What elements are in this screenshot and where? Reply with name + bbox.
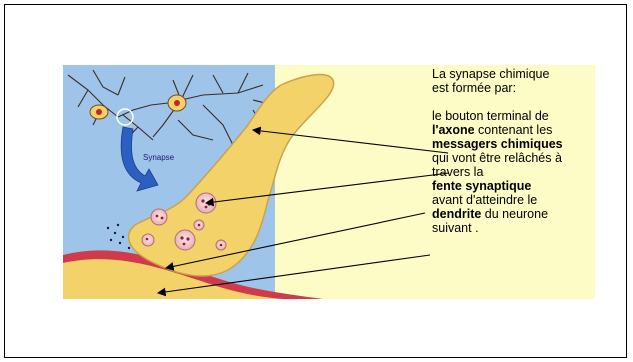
neuron-nucleus-left — [96, 109, 102, 115]
caption-text: La synapse chimique est formée par: le b… — [432, 67, 592, 235]
vesicle — [194, 220, 204, 230]
caption-line: travers la — [432, 165, 592, 179]
caption-line: est formée par: — [432, 81, 592, 95]
synapse-label: Synapse — [143, 153, 175, 162]
vesicle — [216, 240, 226, 250]
term-fente-synaptique: fente synaptique — [432, 179, 531, 193]
caption-line: l'axone contenant les — [432, 123, 592, 137]
term-axone: l'axone — [432, 123, 475, 137]
caption-line: La synapse chimique — [432, 67, 592, 81]
term-messagers-chimiques: messagers chimiques — [432, 137, 563, 151]
caption-line: messagers chimiques — [432, 137, 592, 151]
vesicle — [151, 209, 167, 225]
vesicle — [175, 230, 195, 250]
vesicle — [142, 234, 154, 246]
caption-line: avant d'atteindre le — [432, 193, 592, 207]
caption-line: qui vont être relâchés à — [432, 151, 592, 165]
neuron-nucleus-right — [174, 100, 180, 106]
caption-line: le bouton terminal de — [432, 109, 592, 123]
caption-line: suivant . — [432, 221, 592, 235]
term-dendrite: dendrite — [432, 207, 481, 221]
caption-line: fente synaptique — [432, 179, 592, 193]
caption-line: dendrite du neurone — [432, 207, 592, 221]
